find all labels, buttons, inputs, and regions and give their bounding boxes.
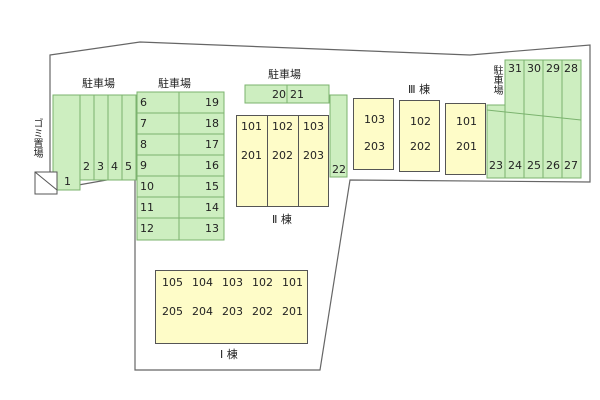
parking-number: 12 xyxy=(140,222,154,235)
unit-number: 102 xyxy=(252,276,273,289)
parking-number: 17 xyxy=(205,138,219,151)
unit-number: 101 xyxy=(282,276,303,289)
parking-number: 18 xyxy=(205,117,219,130)
unit-number: 103 xyxy=(303,120,324,133)
parking-number: 5 xyxy=(125,160,132,173)
parking-grid xyxy=(136,91,225,241)
building-3-label: Ⅲ 棟 xyxy=(408,83,431,96)
unit-number: 103 xyxy=(364,113,385,126)
parking-number: 27 xyxy=(564,159,578,172)
parking-number: 4 xyxy=(111,160,118,173)
garbage-box xyxy=(34,171,58,195)
unit-number: 202 xyxy=(252,305,273,318)
parking-number: 10 xyxy=(140,180,154,193)
parking-number: 2 xyxy=(83,160,90,173)
parking-number: 20 xyxy=(272,88,286,101)
garbage-box-line xyxy=(34,171,58,191)
parking-number: 29 xyxy=(546,62,560,75)
parking-right xyxy=(486,59,582,179)
parking-grid-right xyxy=(178,91,225,241)
unit-number: 203 xyxy=(222,305,243,318)
parking-22 xyxy=(329,94,348,178)
parking-label-c: 駐車場 xyxy=(268,68,301,81)
unit-number: 101 xyxy=(241,120,262,133)
unit-number: 203 xyxy=(303,149,324,162)
parking-number: 13 xyxy=(205,222,219,235)
unit-number: 102 xyxy=(410,115,431,128)
parking-number: 22 xyxy=(332,163,346,176)
unit-number: 104 xyxy=(192,276,213,289)
parking-21 xyxy=(286,84,330,104)
parking-number: 16 xyxy=(205,159,219,172)
building-2-label: Ⅱ 棟 xyxy=(272,213,292,226)
unit-number: 201 xyxy=(456,140,477,153)
parking-number: 7 xyxy=(140,117,147,130)
building-3-unit-101 xyxy=(445,103,486,175)
building-2-divider xyxy=(267,115,268,207)
building-1 xyxy=(155,270,308,344)
parking-number: 6 xyxy=(140,96,147,109)
parking-label-a: 駐車場 xyxy=(82,77,115,90)
building-3-unit-103 xyxy=(353,98,394,170)
parking-5 xyxy=(121,94,137,181)
building-2 xyxy=(236,115,329,207)
parking-number: 9 xyxy=(140,159,147,172)
parking-number: 1 xyxy=(64,175,71,188)
parking-number: 11 xyxy=(140,201,154,214)
parking-label-b: 駐車場 xyxy=(158,77,191,90)
parking-right-divider xyxy=(486,109,582,121)
unit-number: 201 xyxy=(282,305,303,318)
parking-number: 19 xyxy=(205,96,219,109)
parking-number: 24 xyxy=(508,159,522,172)
unit-number: 103 xyxy=(222,276,243,289)
unit-number: 204 xyxy=(192,305,213,318)
parking-number: 8 xyxy=(140,138,147,151)
parking-number: 26 xyxy=(546,159,560,172)
unit-number: 202 xyxy=(410,140,431,153)
parking-label-d: 駐車場 xyxy=(491,65,502,95)
parking-number: 14 xyxy=(205,201,219,214)
parking-number: 31 xyxy=(508,62,522,75)
unit-number: 101 xyxy=(456,115,477,128)
unit-number: 105 xyxy=(162,276,183,289)
building-2-divider xyxy=(298,115,299,207)
unit-number: 203 xyxy=(364,140,385,153)
parking-number: 15 xyxy=(205,180,219,193)
unit-number: 102 xyxy=(272,120,293,133)
parking-number: 3 xyxy=(97,160,104,173)
parking-grid-left xyxy=(136,91,180,241)
unit-number: 202 xyxy=(272,149,293,162)
unit-number: 201 xyxy=(241,149,262,162)
parking-number: 28 xyxy=(564,62,578,75)
building-3-unit-102 xyxy=(399,100,440,172)
parking-number: 25 xyxy=(527,159,541,172)
parking-number: 23 xyxy=(489,159,503,172)
parking-number: 30 xyxy=(527,62,541,75)
parking-number: 21 xyxy=(290,88,304,101)
building-1-label: Ⅰ 棟 xyxy=(220,348,238,361)
garbage-label: ゴミ置場 xyxy=(31,118,42,158)
unit-number: 205 xyxy=(162,305,183,318)
